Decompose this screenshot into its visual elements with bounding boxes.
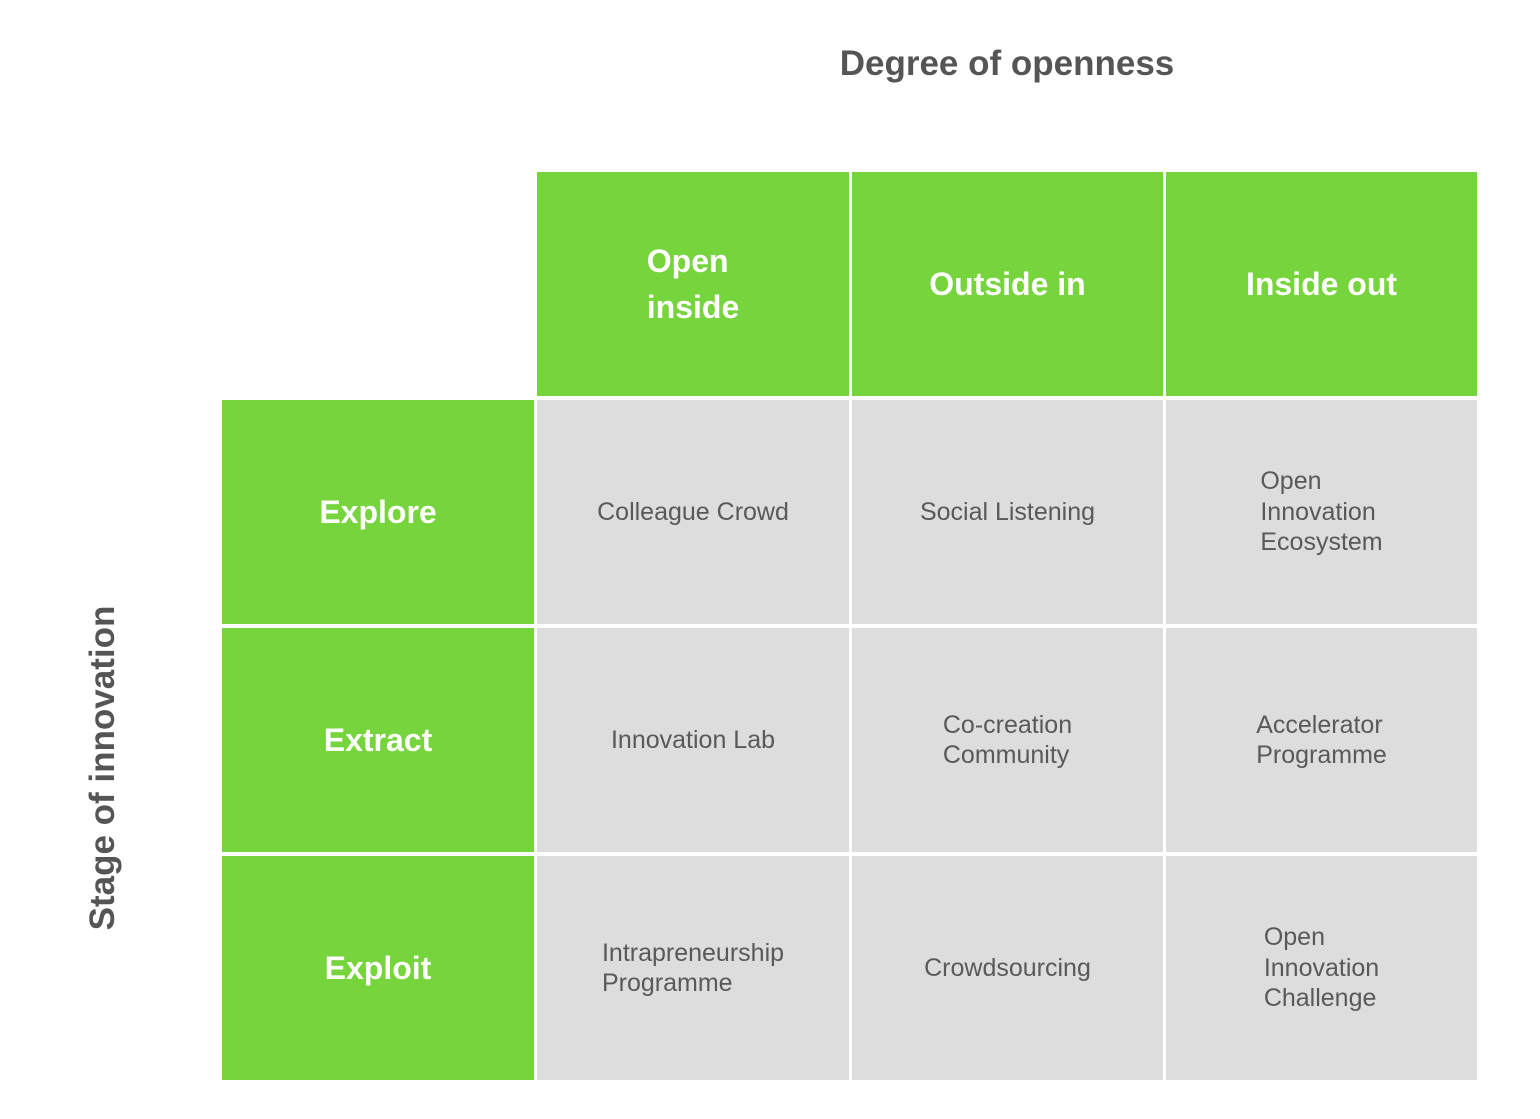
- corner-spacer: [222, 172, 534, 396]
- col-header-open-inside: Open inside: [537, 172, 849, 396]
- cell-label: Crowdsourcing: [924, 953, 1091, 982]
- cell-label: Colleague Crowd: [597, 497, 789, 526]
- row-header-label: Exploit: [324, 949, 432, 986]
- row-header-label: Extract: [323, 721, 433, 758]
- cell-explore-outside-in: Social Listening: [852, 400, 1163, 624]
- cell-label: Co-creation Community: [942, 710, 1073, 770]
- cell-label: Innovation Lab: [610, 725, 776, 754]
- cell-label: Intrapreneurship Programme: [601, 938, 785, 998]
- cell-label: Open Innovation Challenge: [1263, 923, 1380, 1013]
- cell-exploit-open-inside: Intrapreneurship Programme: [537, 856, 849, 1080]
- cell-exploit-outside-in: Crowdsourcing: [852, 856, 1163, 1080]
- row-header-label: Explore: [319, 493, 437, 530]
- cell-label: Accelerator Programme: [1256, 710, 1387, 770]
- col-header-label: Outside in: [929, 265, 1086, 302]
- cell-explore-inside-out: Open Innovation Ecosystem: [1166, 400, 1477, 624]
- cell-label: Social Listening: [919, 497, 1096, 526]
- col-header-label: Inside out: [1245, 265, 1398, 302]
- cell-label: Open Innovation Ecosystem: [1260, 467, 1383, 557]
- degree-of-openness-title: Degree of openness: [839, 44, 1175, 83]
- stage-of-innovation-title: Stage of innovation: [83, 605, 122, 931]
- row-header-exploit: Exploit: [222, 856, 534, 1080]
- col-header-label: Open inside: [646, 242, 740, 325]
- row-header-extract: Extract: [222, 628, 534, 852]
- cell-explore-open-inside: Colleague Crowd: [537, 400, 849, 624]
- cell-extract-inside-out: Accelerator Programme: [1166, 628, 1477, 852]
- col-header-inside-out: Inside out: [1166, 172, 1477, 396]
- cell-extract-open-inside: Innovation Lab: [537, 628, 849, 852]
- cell-exploit-inside-out: Open Innovation Challenge: [1166, 856, 1477, 1080]
- col-header-outside-in: Outside in: [852, 172, 1163, 396]
- row-header-explore: Explore: [222, 400, 534, 624]
- cell-extract-outside-in: Co-creation Community: [852, 628, 1163, 852]
- matrix-grid: Open inside Outside in Inside out Explor…: [222, 172, 1477, 1080]
